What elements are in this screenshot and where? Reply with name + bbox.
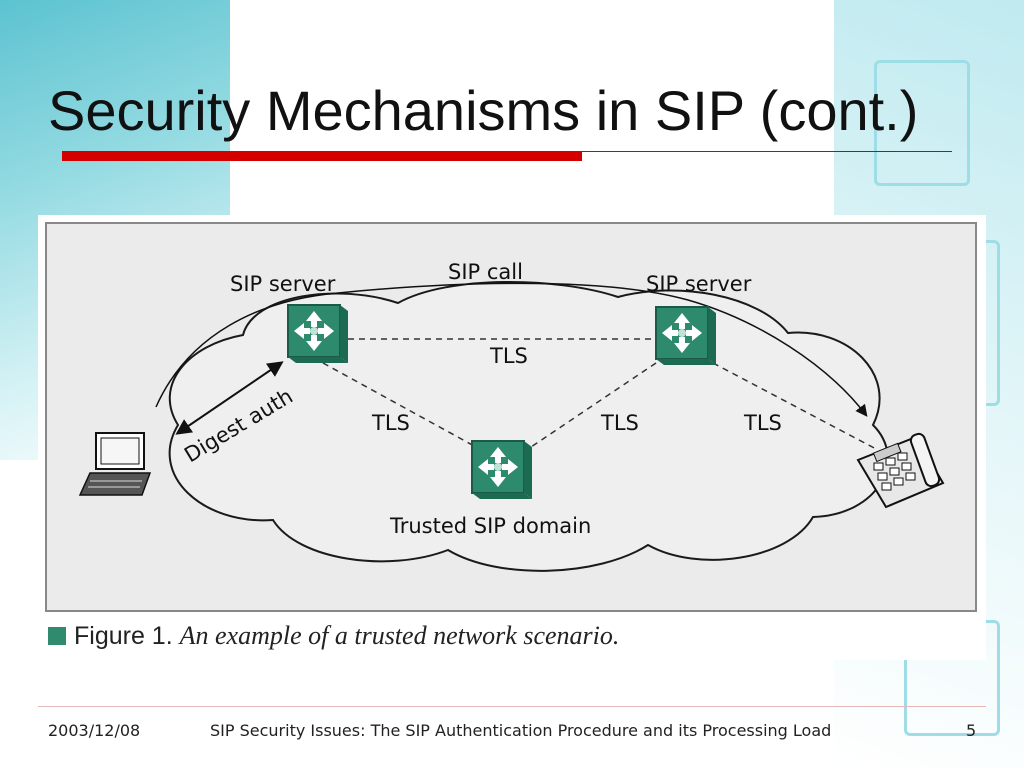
sip-server-right-label: SIP server bbox=[646, 272, 752, 296]
laptop-icon bbox=[78, 432, 152, 496]
tls-label-left: TLS bbox=[371, 411, 410, 435]
tls-links bbox=[322, 338, 879, 451]
footer-divider bbox=[38, 706, 986, 707]
slide-title: Security Mechanisms in SIP (cont.) bbox=[48, 79, 919, 142]
footer-date: 2003/12/08 bbox=[48, 721, 141, 740]
page-number: 5 bbox=[966, 721, 977, 740]
title-underline bbox=[582, 151, 952, 152]
sip-server-icon bbox=[287, 304, 349, 364]
tls-label-top: TLS bbox=[489, 344, 528, 368]
sip-call-path bbox=[155, 282, 868, 417]
network-figure: SIP server SIP server SIP call TLS TLS T… bbox=[38, 215, 986, 660]
caption-text: An example of a trusted network scenario… bbox=[179, 621, 620, 650]
sip-server-icon bbox=[471, 440, 533, 500]
tls-label-right: TLS bbox=[743, 411, 782, 435]
caption-square-icon bbox=[48, 627, 66, 645]
sip-server-icon bbox=[655, 306, 717, 366]
network-diagram: SIP server SIP server SIP call TLS TLS T… bbox=[45, 222, 977, 612]
sip-server-left-label: SIP server bbox=[230, 272, 336, 296]
caption-prefix: Figure 1. bbox=[74, 622, 173, 650]
footer-subtitle: SIP Security Issues: The SIP Authenticat… bbox=[210, 721, 832, 740]
title-underline-accent bbox=[62, 151, 582, 161]
phone-icon bbox=[856, 432, 945, 509]
digest-auth-arrow bbox=[175, 361, 284, 435]
trusted-domain-label: Trusted SIP domain bbox=[389, 514, 591, 538]
figure-caption: Figure 1. An example of a trusted networ… bbox=[48, 621, 619, 651]
tls-label-middle: TLS bbox=[600, 411, 639, 435]
sip-call-label: SIP call bbox=[448, 260, 523, 284]
